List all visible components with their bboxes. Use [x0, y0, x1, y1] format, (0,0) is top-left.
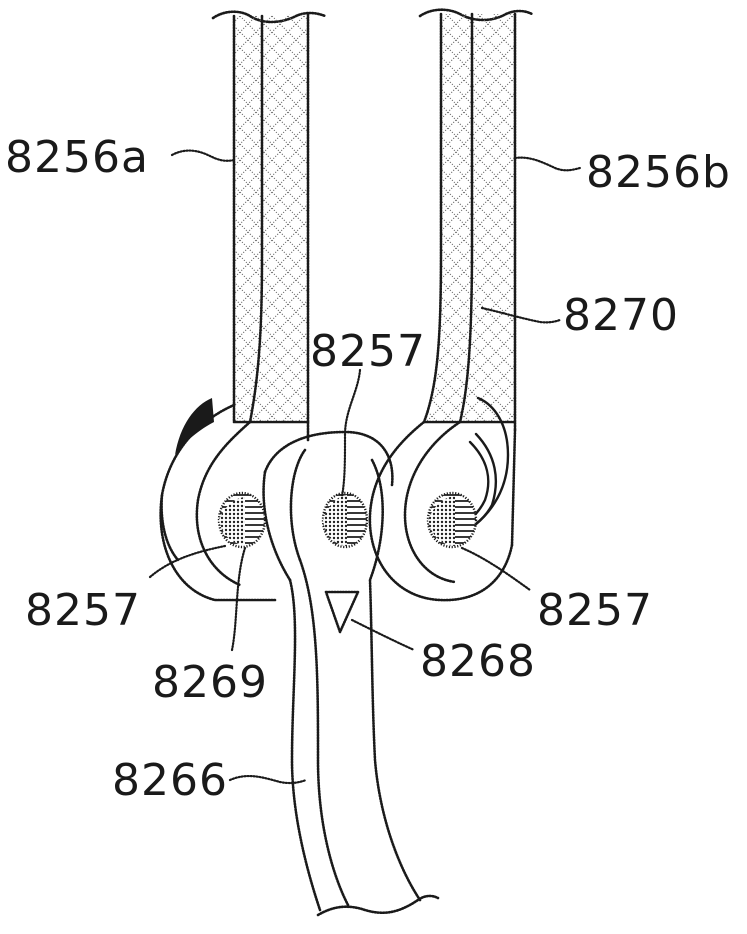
- center-knuckle-right: [368, 458, 384, 582]
- leader-8256a: [170, 149, 236, 162]
- label-8269: 8269: [152, 657, 268, 708]
- right-knuckle-inner: [403, 420, 462, 584]
- label-8266: 8266: [112, 755, 228, 806]
- leader-8270: [480, 306, 562, 324]
- label-8257-left: 8257: [25, 585, 141, 636]
- lever-left-edge: [288, 578, 322, 912]
- right-wall-inner-edge: [422, 12, 443, 424]
- triangle-marker-8268: [324, 590, 360, 634]
- leader-8268: [350, 618, 416, 652]
- label-8256a: 8256a: [5, 132, 149, 183]
- label-8256b: 8256b: [586, 147, 731, 198]
- center-knuckle-outer: [263, 430, 394, 487]
- leader-8257-right: [460, 546, 532, 592]
- left-wall-8256a: [211, 10, 327, 442]
- center-knuckle-left: [262, 470, 292, 582]
- leader-8269: [230, 546, 247, 652]
- label-8257-right: 8257: [537, 585, 653, 636]
- lever-break-line: [316, 894, 440, 917]
- lever-right-edge: [368, 578, 422, 902]
- left-knuckle: [159, 398, 277, 602]
- lever-8266: [288, 558, 440, 917]
- leader-8257-top: [340, 368, 362, 498]
- right-knuckle-edge: [510, 428, 517, 547]
- left-wall-fill: [234, 14, 308, 422]
- left-knuckle-inner: [195, 420, 252, 587]
- right-wall-fill: [424, 14, 515, 422]
- right-wall-8256b: [418, 8, 534, 432]
- lever-mid-line: [298, 558, 350, 907]
- leader-8256b: [513, 156, 582, 172]
- label-8257-top: 8257: [310, 326, 426, 377]
- left-accent-blob: [175, 398, 214, 455]
- right-wall-layer-line: [458, 12, 474, 424]
- label-8270: 8270: [563, 290, 679, 341]
- leader-8266: [228, 774, 308, 785]
- pin-right: [426, 491, 478, 549]
- leader-8257-left: [148, 544, 227, 579]
- center-knuckle-inner: [289, 448, 307, 562]
- left-knuckle-side: [160, 493, 180, 562]
- right-knuckle-outer: [368, 420, 514, 602]
- left-wall-layer-line: [248, 14, 264, 424]
- pin-center: [321, 491, 369, 549]
- right-knuckle: [368, 396, 517, 602]
- pin-left: [217, 491, 267, 549]
- label-8268: 8268: [420, 636, 536, 687]
